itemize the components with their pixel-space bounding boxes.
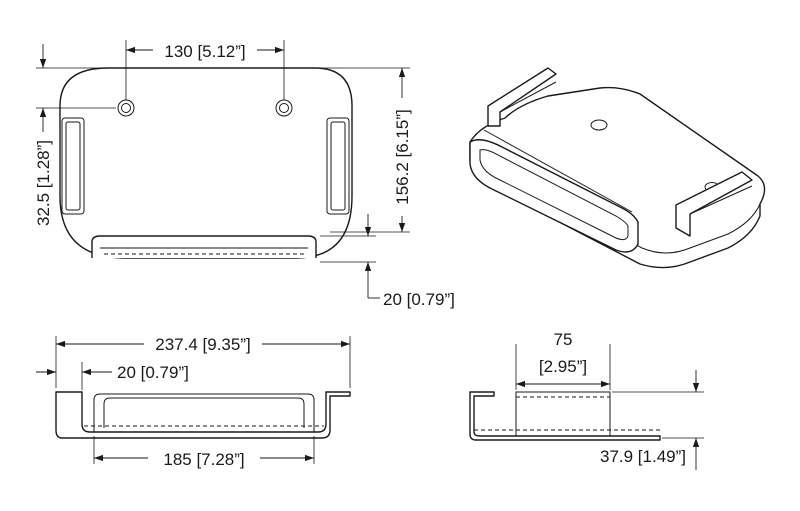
label-lip-depth: 20 [0.79”]	[383, 290, 455, 309]
side-slot-left-inner	[65, 121, 81, 211]
iso-front-lip-top	[483, 129, 633, 213]
label-overall-height: 156.2 [6.15”]	[393, 109, 412, 204]
front-lip	[91, 235, 317, 258]
front-view-lip	[93, 393, 315, 432]
label-side-width-mm: 75	[554, 330, 573, 349]
side-view: 75 [2.95”] 37.9 [1.49”]	[469, 330, 704, 470]
label-slot-offset: 32.5 [1.28”]	[34, 140, 53, 226]
label-inner-width: 185 [7.28”]	[163, 450, 244, 469]
front-view-lip-inner	[103, 397, 305, 428]
iso-right-tab-edge	[689, 185, 753, 215]
front-view: 237.4 [9.35”] 20 [0.79”] 185 [7.28”]	[36, 334, 351, 469]
side-view-outline	[469, 391, 661, 441]
iso-front-lip	[469, 139, 639, 253]
label-side-height: 37.9 [1.49”]	[600, 447, 686, 466]
iso-mount-hole-top	[590, 119, 608, 131]
side-view-body	[515, 391, 611, 437]
side-slot-right	[326, 117, 350, 215]
iso-rear-tab-edge	[499, 81, 557, 113]
label-front-width: 237.4 [9.35”]	[155, 335, 250, 354]
side-slot-left	[61, 117, 85, 215]
mount-hole-left-inner	[121, 103, 131, 113]
front-view-outline	[55, 391, 351, 439]
top-view-outline	[59, 67, 353, 259]
label-side-width-in: [2.95”]	[539, 357, 587, 376]
mount-hole-right-inner	[279, 103, 289, 113]
iso-front-lip-inner	[479, 149, 629, 241]
isometric-view	[469, 67, 766, 269]
top-view: 130 [5.12”] 32.5 [1.28”] 156.2 [6.15”] 2…	[34, 40, 455, 309]
side-slot-right-inner	[330, 121, 346, 211]
label-hole-spacing: 130 [5.12”]	[164, 42, 245, 61]
label-front-lip: 20 [0.79”]	[117, 363, 189, 382]
